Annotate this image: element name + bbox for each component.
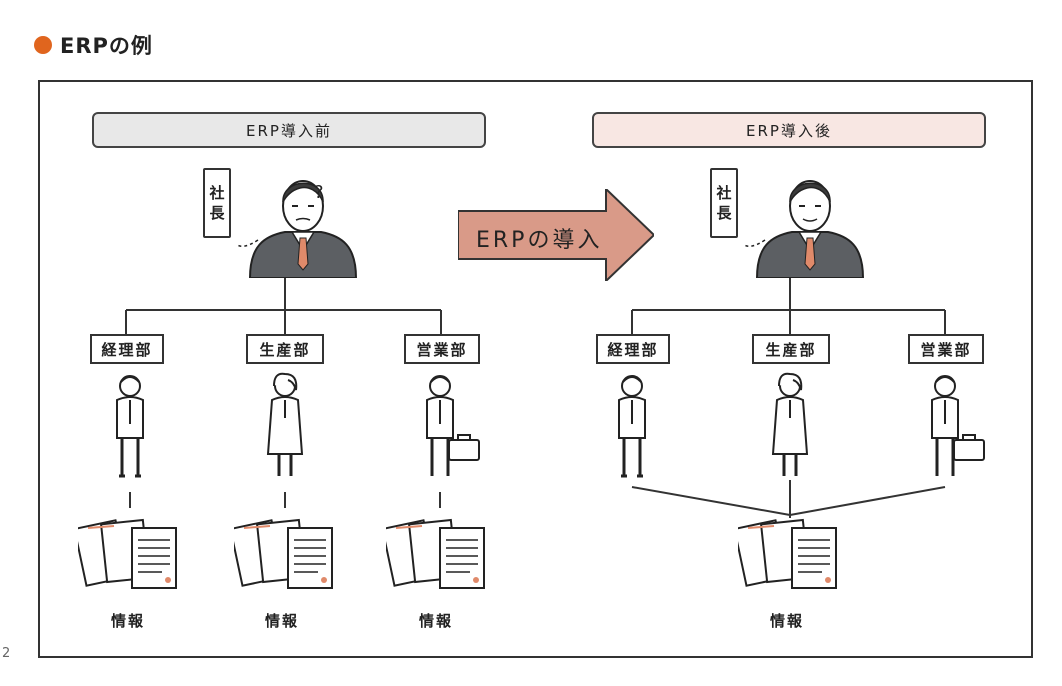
after-phase-label: ERP導入後 (592, 112, 986, 148)
question-mark: ? (314, 182, 326, 203)
arrow-label: ERPの導入 (476, 228, 603, 253)
department-label: 経理部 (90, 334, 164, 364)
department-label: 経理部 (596, 334, 670, 364)
documents-icon (738, 518, 837, 589)
info-label: 情報 (770, 612, 805, 630)
diagram-heading: ERPの例 (34, 30, 153, 60)
info-label: 情報 (419, 612, 454, 630)
person-icon (617, 374, 647, 478)
ceo-sign-char: 長 (209, 204, 225, 222)
department-label: 営業部 (908, 334, 984, 364)
heading-text: ERPの例 (60, 34, 153, 58)
heading-bullet-icon (34, 36, 52, 54)
margin-mark: 2 (2, 646, 11, 661)
ceo-icon (745, 180, 865, 278)
before-phase-label: ERP導入前 (92, 112, 486, 148)
briefcase-icon (425, 374, 481, 478)
person-icon (115, 374, 145, 478)
info-label: 情報 (265, 612, 300, 630)
ceo-sign-char: 長 (716, 204, 732, 222)
documents-icon (234, 518, 333, 589)
ceo-icon (238, 180, 358, 278)
ceo-sign-char: 社 (716, 184, 732, 202)
arrow-icon (458, 189, 654, 281)
info-label: 情報 (111, 612, 146, 630)
department-label: 生産部 (246, 334, 324, 364)
person-icon (771, 372, 809, 478)
ceo-sign-after: 社 長 (710, 168, 738, 238)
diagram-frame (38, 80, 1033, 658)
documents-icon (78, 518, 177, 589)
department-label: 営業部 (404, 334, 480, 364)
department-label: 生産部 (752, 334, 830, 364)
ceo-sign-before: 社 長 (203, 168, 231, 238)
person-icon (266, 372, 304, 478)
briefcase-icon (930, 374, 986, 478)
ceo-sign-char: 社 (209, 184, 225, 202)
documents-icon (386, 518, 485, 589)
